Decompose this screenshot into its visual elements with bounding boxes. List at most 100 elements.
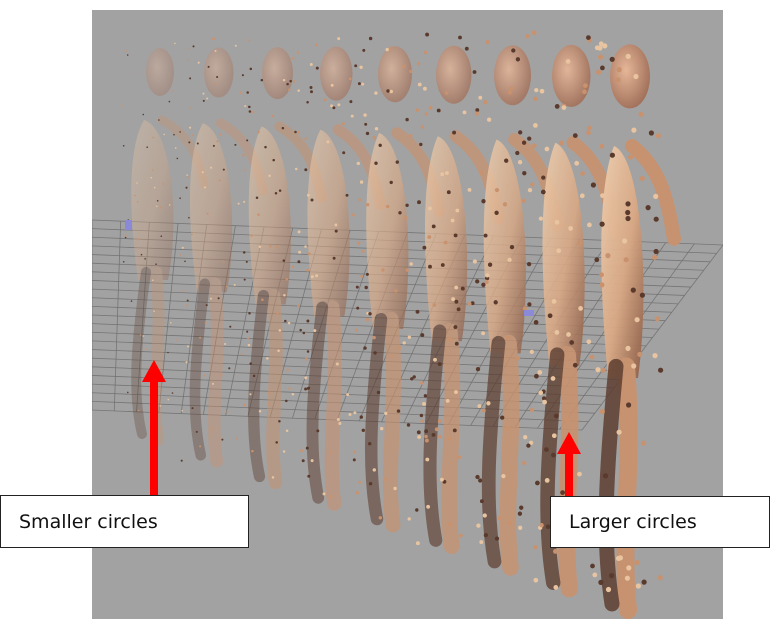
point-sample (484, 234, 488, 238)
point-sample (393, 487, 396, 490)
point-sample (526, 443, 530, 447)
point-sample (356, 491, 359, 494)
point-sample (422, 246, 426, 250)
point-sample (214, 38, 216, 40)
point-sample (189, 127, 191, 129)
point-sample (251, 450, 254, 453)
point-sample (297, 260, 300, 263)
point-sample (397, 409, 400, 412)
point-sample (129, 201, 131, 203)
point-sample (176, 340, 178, 342)
point-sample (640, 176, 645, 181)
point-sample (515, 151, 519, 155)
grid-line (92, 350, 627, 372)
point-sample (508, 90, 512, 94)
point-sample (368, 312, 371, 315)
point-sample (599, 272, 604, 277)
point-sample (421, 125, 424, 128)
point-sample (369, 482, 372, 485)
point-sample (582, 89, 587, 94)
point-sample (248, 106, 251, 109)
point-sample (654, 249, 659, 254)
point-sample (307, 387, 310, 390)
point-sample (539, 216, 543, 220)
point-sample (508, 520, 512, 524)
point-sample (208, 66, 210, 68)
point-sample (184, 261, 186, 263)
point-sample (533, 545, 537, 549)
point-sample (249, 393, 251, 395)
point-sample (311, 275, 314, 278)
figure-torso (366, 133, 408, 329)
point-sample (600, 222, 605, 227)
point-sample (446, 399, 450, 403)
point-sample (353, 411, 356, 414)
point-sample (315, 43, 318, 46)
point-sample (594, 257, 599, 262)
point-sample (134, 195, 136, 197)
point-sample (352, 214, 355, 217)
point-sample (123, 145, 125, 147)
point-sample (358, 198, 361, 201)
point-sample (272, 159, 275, 162)
point-sample (379, 516, 382, 519)
point-sample (553, 549, 558, 554)
point-sample (226, 285, 228, 287)
point-sample (310, 63, 313, 66)
point-sample (141, 254, 143, 256)
point-sample (283, 79, 286, 82)
point-sample (454, 300, 458, 304)
figure-torso (249, 127, 291, 305)
point-sample (250, 68, 253, 71)
point-sample (372, 336, 375, 339)
point-sample (173, 134, 175, 136)
point-sample (329, 451, 332, 454)
point-sample (398, 346, 401, 349)
point-sample (541, 190, 546, 195)
point-sample (587, 126, 592, 131)
point-sample (404, 216, 407, 219)
point-sample (418, 83, 422, 87)
point-sample (298, 230, 301, 233)
point-sample (160, 207, 162, 209)
point-sample (578, 306, 583, 311)
point-sample (523, 306, 527, 310)
point-sample (574, 161, 579, 166)
point-sample (150, 177, 152, 179)
point-sample (416, 108, 419, 111)
point-sample (244, 105, 246, 107)
point-sample (637, 352, 642, 357)
point-sample (188, 141, 190, 143)
point-sample (516, 57, 520, 61)
point-sample (307, 194, 310, 197)
point-sample (408, 336, 411, 339)
point-sample (640, 293, 645, 298)
point-sample (170, 322, 172, 324)
point-sample (601, 368, 606, 373)
grid-line (92, 375, 608, 396)
point-sample (188, 48, 190, 50)
point-sample (206, 97, 208, 99)
point-sample (432, 224, 436, 228)
point-sample (495, 188, 499, 192)
point-sample (457, 307, 461, 311)
point-sample (484, 280, 488, 284)
point-sample (283, 450, 286, 453)
point-sample (337, 37, 340, 40)
point-sample (308, 252, 311, 255)
point-sample (432, 303, 436, 307)
point-sample (125, 237, 127, 239)
point-sample (332, 106, 335, 109)
point-sample (304, 168, 307, 171)
callout-label: Larger circles (569, 511, 697, 533)
point-sample (618, 555, 623, 560)
point-sample (313, 329, 316, 332)
figure-head (494, 45, 531, 105)
point-sample (214, 83, 216, 85)
point-sample (338, 422, 341, 425)
point-sample (361, 83, 364, 86)
arrow-up-icon (555, 432, 583, 496)
point-sample (409, 70, 412, 73)
point-sample (257, 131, 260, 134)
point-sample (518, 512, 522, 516)
